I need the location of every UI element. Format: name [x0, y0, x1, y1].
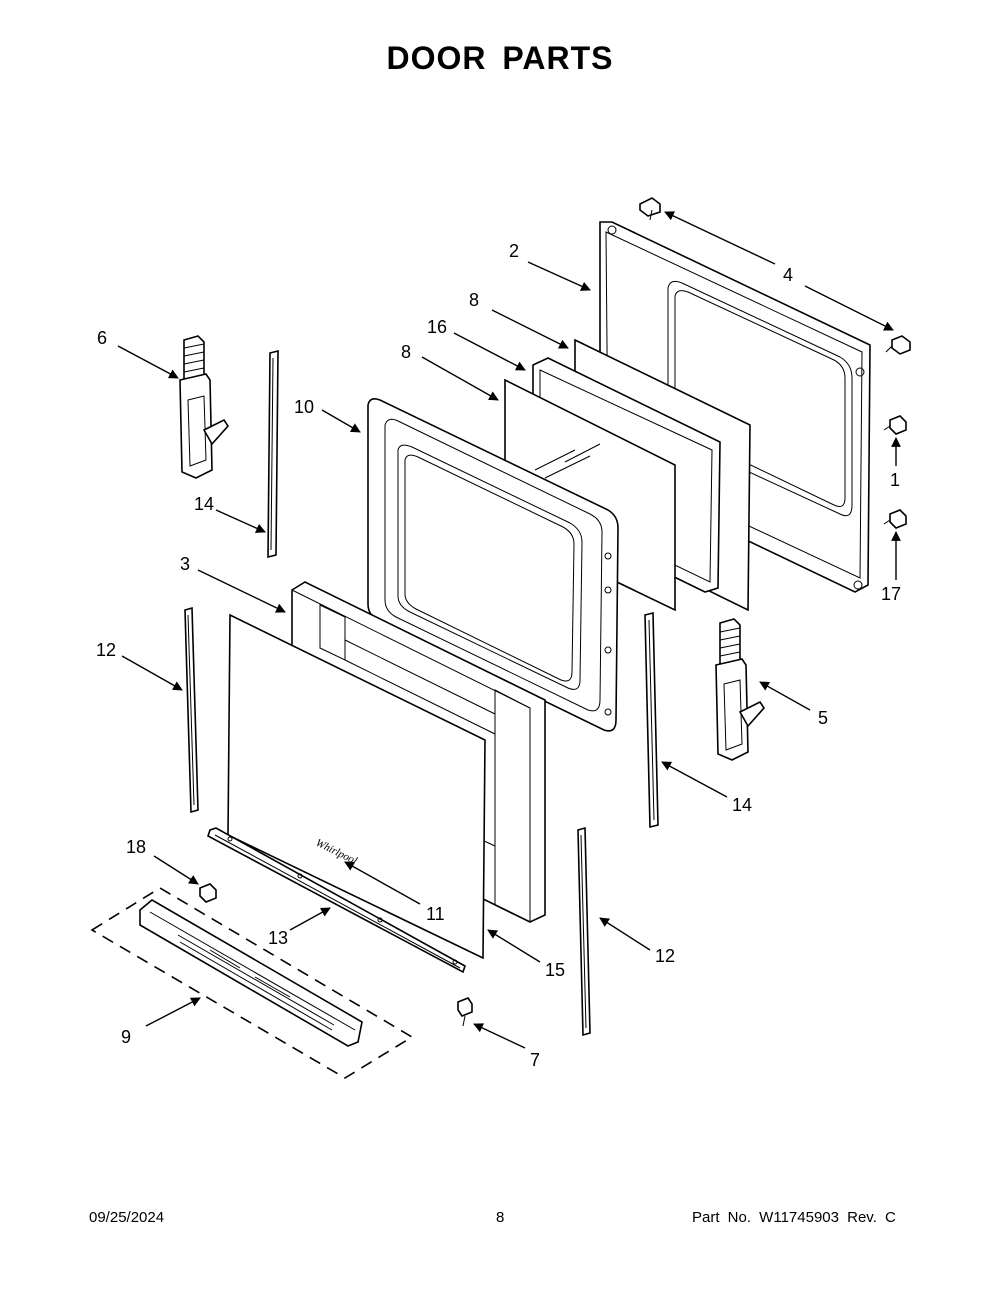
- callout-1: 1: [890, 470, 900, 490]
- footer-date: 09/25/2024: [89, 1209, 165, 1226]
- callout-8-rear: 8: [469, 290, 479, 310]
- leader-lines: [117, 211, 901, 1049]
- callout-18: 18: [126, 837, 146, 857]
- callout-14-left: 14: [194, 494, 214, 514]
- footer-part-info: Part No. W11745903 Rev. C: [692, 1209, 896, 1226]
- callout-12-right: 12: [655, 946, 675, 966]
- callout-4: 4: [783, 265, 793, 285]
- callout-16: 16: [427, 317, 447, 337]
- callout-11: 11: [426, 904, 445, 924]
- callout-13: 13: [268, 928, 288, 948]
- callout-10: 10: [294, 397, 314, 417]
- footer-page-number: 8: [496, 1209, 505, 1226]
- callout-14-right: 14: [732, 795, 752, 815]
- screw-7: [457, 997, 473, 1027]
- bottom-door-rail: [207, 827, 466, 974]
- screw-right: [885, 335, 911, 355]
- callout-12-left: 12: [96, 640, 116, 660]
- callout-17: 17: [881, 584, 901, 604]
- door-trim-strip-left: [267, 349, 279, 559]
- callout-9: 9: [121, 1027, 131, 1047]
- callout-labels: 2 4 8 16 8 6 10 1 14 3 17 12 5 14 18 11 …: [96, 241, 901, 1070]
- hinge-right: [715, 618, 766, 761]
- screw-17: [883, 509, 907, 529]
- callout-5: 5: [818, 708, 828, 728]
- screw-18: [199, 883, 217, 903]
- door-handle-assembly: [90, 887, 414, 1079]
- callout-15: 15: [545, 960, 565, 980]
- callout-2: 2: [509, 241, 519, 261]
- door-channel-right: [577, 826, 591, 1037]
- screw-top: [639, 197, 661, 221]
- hinge-left: [179, 335, 230, 479]
- page-title: DOOR PARTS: [386, 40, 614, 76]
- screw-1: [883, 415, 907, 435]
- door-trim-strip-right: [644, 611, 659, 829]
- callout-6: 6: [97, 328, 107, 348]
- door-channel-left: [184, 606, 199, 814]
- callout-7: 7: [530, 1050, 540, 1070]
- callout-8-front: 8: [401, 342, 411, 362]
- callout-3: 3: [180, 554, 190, 574]
